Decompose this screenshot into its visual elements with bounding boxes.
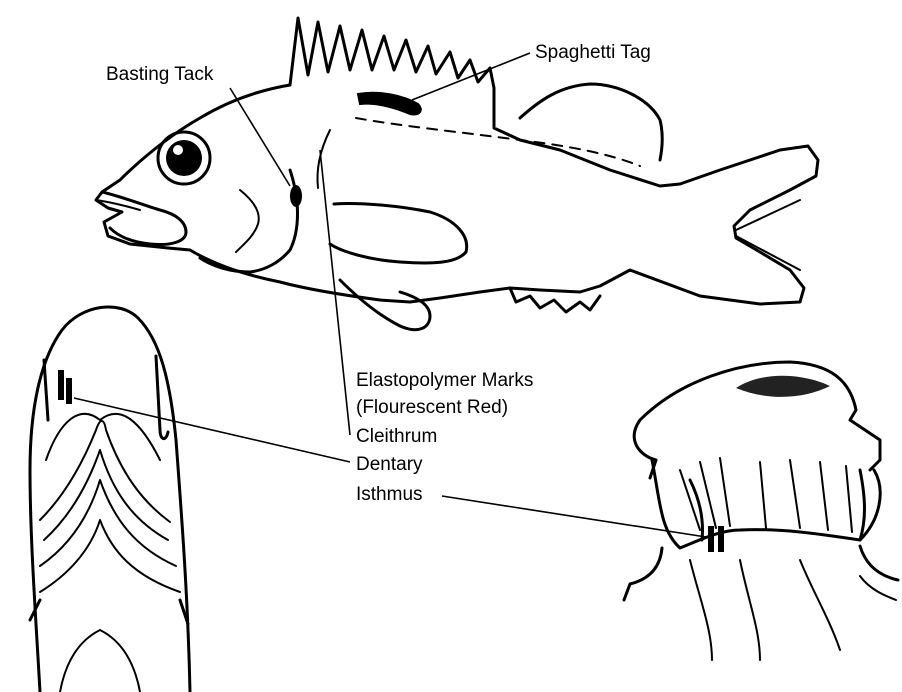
- dentary-mark-1: [58, 370, 64, 400]
- label-elastopolymer-color: (Flourescent Red): [356, 397, 508, 419]
- label-cleithrum: Cleithrum: [356, 426, 437, 448]
- gill-cover: [200, 170, 298, 272]
- lateral-line: [356, 118, 640, 166]
- basting-tack-mark: [290, 185, 302, 207]
- dentary-mark-2: [66, 378, 72, 404]
- soft-dorsal-fin: [520, 84, 662, 160]
- label-elastopolymer-marks: Elastopolymer Marks: [356, 370, 533, 392]
- leader-isthmus: [442, 496, 706, 537]
- dorsal-fin: [290, 18, 494, 88]
- label-basting-tack: Basting Tack: [106, 64, 213, 86]
- leader-basting-tack: [230, 88, 290, 186]
- isthmus-mark-2: [718, 526, 724, 552]
- pectoral-fin: [330, 203, 467, 263]
- label-spaghetti-tag: Spaghetti Tag: [535, 42, 651, 64]
- throat-isthmus-view: [624, 362, 898, 660]
- pelvic-fin: [340, 280, 430, 330]
- fish-mouth: [102, 192, 186, 245]
- fish-body: [96, 85, 818, 304]
- isthmus-mark-1: [708, 526, 714, 552]
- spaghetti-tag: [358, 93, 421, 115]
- ventral-dentary-view: [30, 307, 190, 692]
- label-dentary: Dentary: [356, 454, 423, 476]
- label-isthmus: Isthmus: [356, 484, 423, 506]
